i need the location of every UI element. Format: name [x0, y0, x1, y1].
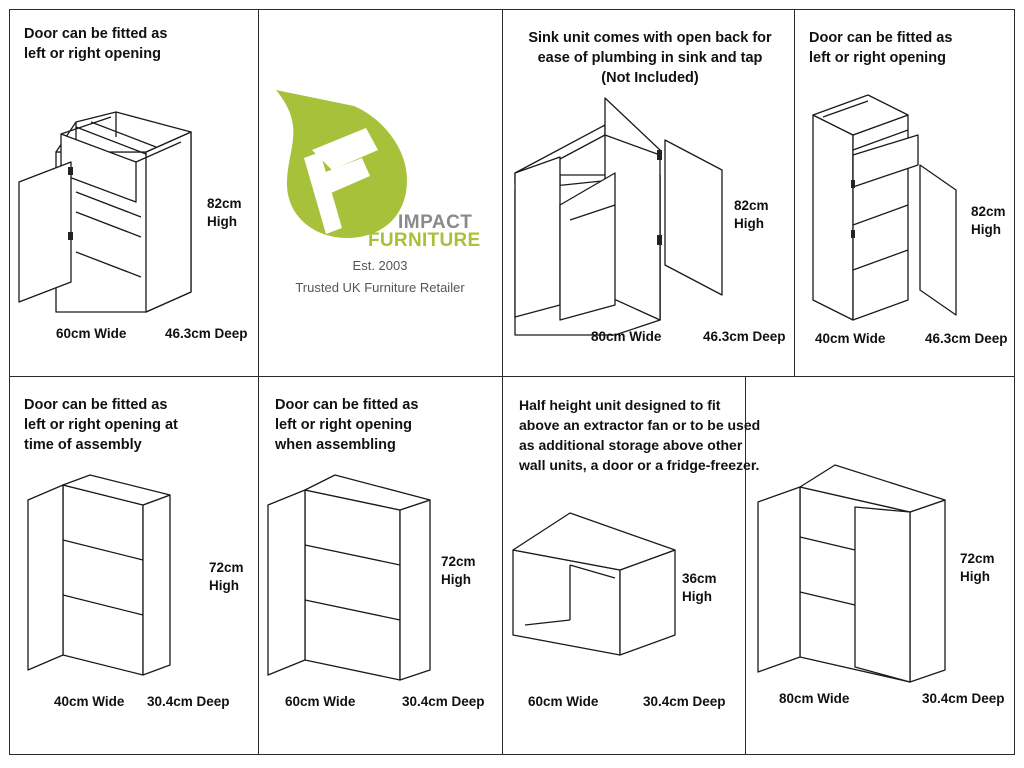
- panel-caption-line: left or right opening: [809, 50, 946, 66]
- panel-caption-line: Half height unit designed to fit: [519, 397, 721, 413]
- height-label: High: [960, 569, 990, 584]
- brand-established: Est. 2003: [352, 258, 408, 273]
- panel-caption-line: left or right opening: [24, 46, 161, 62]
- depth-label: 46.3cm Deep: [703, 329, 786, 344]
- height-value: 72cm: [441, 554, 476, 569]
- height-value: 36cm: [682, 571, 717, 586]
- col-divider: [258, 9, 503, 376]
- depth-label: 30.4cm Deep: [402, 694, 485, 709]
- width-label: 40cm Wide: [815, 331, 886, 346]
- height-label: High: [734, 216, 764, 231]
- wall-unit-40-illustration: [27, 474, 171, 676]
- panel-caption-line: time of assembly: [24, 437, 142, 453]
- width-label: 60cm Wide: [285, 694, 356, 709]
- sink-unit-illustration: [514, 97, 723, 336]
- panel-caption-line: as additional storage above other: [519, 437, 743, 453]
- width-label: 60cm Wide: [56, 326, 127, 341]
- col-divider: [9, 9, 259, 376]
- depth-label: 30.4cm Deep: [147, 694, 230, 709]
- row-divider: [9, 376, 1015, 377]
- panel-caption-line: Door can be fitted as: [24, 397, 168, 413]
- col-divider: [9, 376, 259, 755]
- width-label: 80cm Wide: [591, 329, 662, 344]
- width-label: 40cm Wide: [54, 694, 125, 709]
- width-label: 80cm Wide: [779, 691, 850, 706]
- height-label: High: [441, 572, 471, 587]
- col-divider: [502, 376, 746, 755]
- narrow-base-unit-illustration: [812, 94, 957, 321]
- height-value: 72cm: [209, 560, 244, 575]
- col-divider: [258, 376, 503, 755]
- col-divider: [502, 9, 795, 376]
- depth-label: 46.3cm Deep: [925, 331, 1008, 346]
- height-value: 82cm: [207, 196, 242, 211]
- brand-name-line2: FURNITURE: [368, 230, 481, 251]
- panel-caption-line: Door can be fitted as: [809, 30, 953, 46]
- spec-sheet-frame: [9, 9, 1015, 755]
- height-label: High: [207, 214, 237, 229]
- half-height-unit-illustration: [512, 512, 676, 656]
- height-value: 82cm: [734, 198, 769, 213]
- brand-tagline: Trusted UK Furniture Retailer: [295, 280, 465, 295]
- height-value: 72cm: [960, 551, 995, 566]
- double-wall-unit-illustration: [757, 464, 946, 683]
- depth-label: 46.3cm Deep: [165, 326, 248, 341]
- width-label: 60cm Wide: [528, 694, 599, 709]
- impact-furniture-logo-icon: [276, 90, 407, 238]
- brand-name-line1: IMPACT: [398, 212, 473, 233]
- panel-caption-line: wall units, a door or a fridge-freezer.: [519, 457, 760, 473]
- depth-label: 30.4cm Deep: [922, 691, 1005, 706]
- panel-caption-line: ease of plumbing in sink and tap: [537, 50, 763, 66]
- height-label: High: [971, 222, 1001, 237]
- panel-caption-line: left or right opening: [275, 417, 412, 433]
- panel-caption-line: Sink unit comes with open back for: [528, 30, 772, 46]
- depth-label: 30.4cm Deep: [643, 694, 726, 709]
- base-unit-drawer-illustration: [18, 111, 192, 313]
- panel-caption-line: when assembling: [275, 437, 396, 453]
- brand-logo-panel: IMPACT FURNITURE Est. 2003 Trusted UK Fu…: [262, 88, 498, 298]
- panel-caption-line: Door can be fitted as: [275, 397, 419, 413]
- height-label: High: [209, 578, 239, 593]
- height-value: 82cm: [971, 204, 1006, 219]
- height-label: High: [682, 589, 712, 604]
- panel-caption-line: left or right opening at: [24, 417, 178, 433]
- panel-caption-line: above an extractor fan or to be used: [519, 417, 761, 433]
- wall-unit-60-illustration: [267, 474, 431, 681]
- panel-caption-line: (Not Included): [601, 70, 699, 86]
- panel-caption-line: Door can be fitted as: [24, 26, 168, 42]
